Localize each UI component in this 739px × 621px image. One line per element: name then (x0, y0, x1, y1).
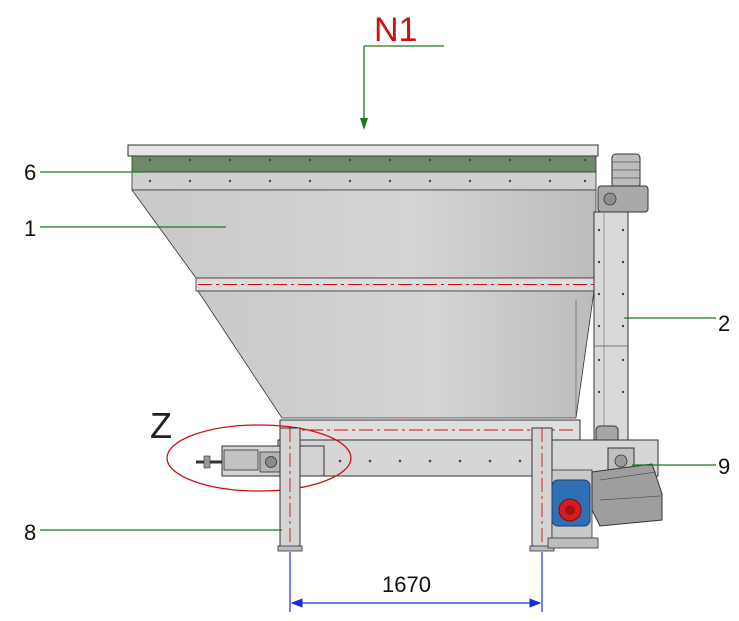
callout-6-label: 6 (24, 160, 36, 185)
callout-2: 2 (624, 311, 730, 336)
drive-shaft-icon (614, 454, 628, 468)
hopper-sloped-panel-upper (131, 189, 597, 279)
detail-label: Z (150, 405, 172, 446)
callout-8: 8 (24, 520, 282, 545)
callout-2-label: 2 (718, 311, 730, 336)
hopper-sloped-panel-lower (197, 290, 595, 419)
right-leg-foot (529, 545, 555, 552)
conveyor-frame (277, 419, 659, 477)
callout-1-label: 1 (24, 216, 36, 241)
callout-6: 6 (24, 160, 146, 185)
left-leg-foot (277, 545, 303, 552)
hopper-upper-wall (131, 171, 597, 191)
outlet-chute (591, 463, 663, 527)
left-leg (277, 427, 303, 552)
detail-z-ellipse (166, 424, 352, 492)
gear-motor (547, 463, 663, 549)
dimension-value: 1670 (382, 572, 431, 597)
hopper (127, 144, 599, 419)
callout-9-label: 9 (718, 454, 730, 479)
section-arrow-icon (360, 118, 368, 130)
elevator (593, 153, 649, 449)
dimension-leg-spacing: 1670 (289, 552, 543, 612)
callout-9: 9 (632, 454, 730, 479)
callout-8-label: 8 (24, 520, 36, 545)
section-label: N1 (374, 11, 417, 49)
elevator-column (593, 211, 629, 445)
hopper-green-band (131, 155, 597, 173)
right-leg (529, 427, 555, 552)
elevator-motor-icon (611, 153, 641, 189)
hopper-bolts (148, 158, 587, 183)
conveyor-left-extension (196, 445, 325, 477)
hopper-top-rim (127, 144, 599, 157)
section-indicator-n1: N1 (360, 11, 444, 130)
callout-1: 1 (24, 216, 226, 241)
